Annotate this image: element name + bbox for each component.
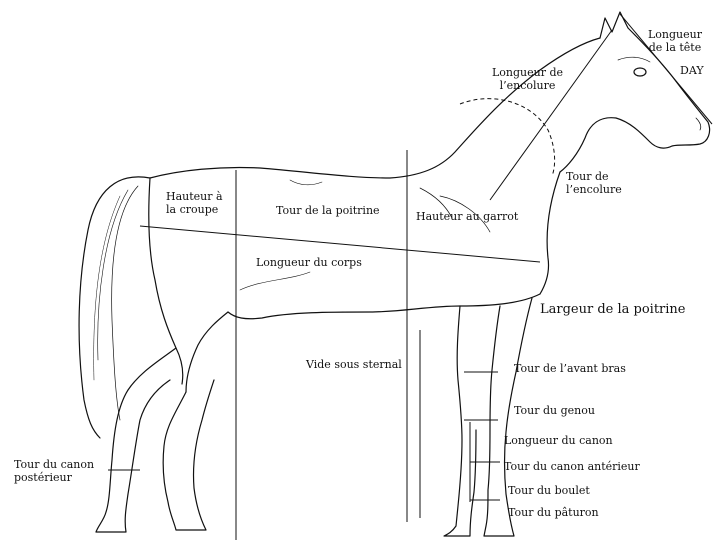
label-croup-height: Hauteur à la croupe bbox=[166, 190, 223, 216]
label-chest-width: Largeur de la poitrine bbox=[540, 302, 686, 317]
horse-front-leg-far bbox=[444, 306, 476, 536]
horse-hind-leg-far bbox=[96, 348, 176, 532]
label-neck-girth: Tour de l’encolure bbox=[566, 170, 622, 196]
label-body-length: Longueur du corps bbox=[256, 256, 362, 269]
label-withers-height: Hauteur au garrot bbox=[416, 210, 518, 223]
label-sternal-gap: Vide sous sternal bbox=[306, 358, 402, 371]
label-rear-cannon-girth: Tour du canon postérieur bbox=[14, 458, 94, 484]
horse-topline bbox=[150, 38, 600, 178]
label-head-length: Longueur de la tête bbox=[648, 28, 702, 54]
label-neck-length: Longueur de l’encolure bbox=[492, 66, 563, 92]
horse-hind-leg-near bbox=[163, 380, 214, 530]
horse-belly bbox=[228, 294, 540, 319]
label-pastern-girth: Tour du pâturon bbox=[508, 506, 599, 519]
label-forearm-girth: Tour de l’avant bras bbox=[514, 362, 626, 375]
horse-front bbox=[540, 172, 560, 294]
label-signature: DAY bbox=[680, 64, 704, 77]
horse-eye bbox=[634, 68, 646, 76]
label-chest-girth: Tour de la poitrine bbox=[276, 204, 380, 217]
horse-tail bbox=[79, 177, 150, 438]
label-fetlock-girth: Tour du boulet bbox=[508, 484, 590, 497]
label-front-cannon-girth: Tour du canon antérieur bbox=[504, 460, 640, 473]
label-knee-girth: Tour du genou bbox=[514, 404, 595, 417]
neck-girth-arc bbox=[460, 99, 555, 176]
label-cannon-length: Longueur du canon bbox=[504, 434, 613, 447]
